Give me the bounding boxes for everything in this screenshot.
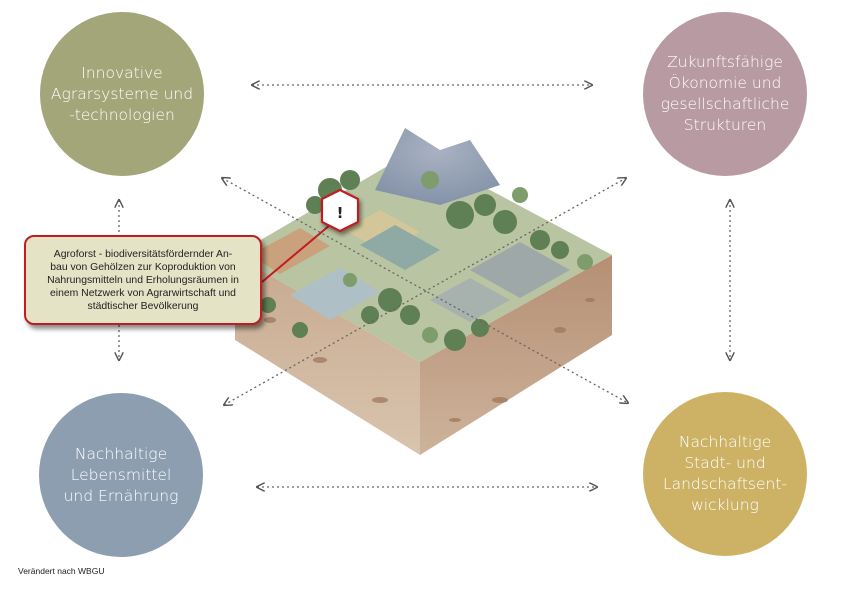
circle-label: Innovative Agrarsysteme und -technologie…	[50, 63, 194, 124]
circle-zukunftsfaehige-oekonomie: Zukunftsfähige Ökonomie und gesellschaft…	[643, 12, 807, 176]
circle-nachhaltige-stadtentwicklung: Nachhaltige Stadt- und Landschaftsent- w…	[643, 392, 807, 556]
alert-exclamation-mark: !	[336, 204, 344, 222]
arrow-diagonal-bl-tr	[224, 178, 626, 405]
callout-text: Agroforst - biodiversitätsfördernder An-…	[47, 248, 239, 312]
circle-innovative-agrarsysteme: Innovative Agrarsysteme und -technologie…	[40, 12, 204, 176]
source-note: Verändert nach WBGU	[18, 566, 105, 576]
circle-label: Nachhaltige Lebensmittel und Ernährung	[63, 444, 179, 505]
alert-hexagon	[320, 188, 360, 233]
circle-label: Zukunftsfähige Ökonomie und gesellschaft…	[660, 53, 790, 134]
circle-nachhaltige-lebensmittel: Nachhaltige Lebensmittel und Ernährung	[39, 393, 203, 557]
callout-pointer-line	[261, 224, 331, 283]
agroforst-callout-box: Agroforst - biodiversitätsfördernder An-…	[24, 235, 262, 325]
arrow-diagonal-tl-br	[222, 178, 628, 403]
circle-label: Nachhaltige Stadt- und Landschaftsent- w…	[662, 433, 788, 514]
